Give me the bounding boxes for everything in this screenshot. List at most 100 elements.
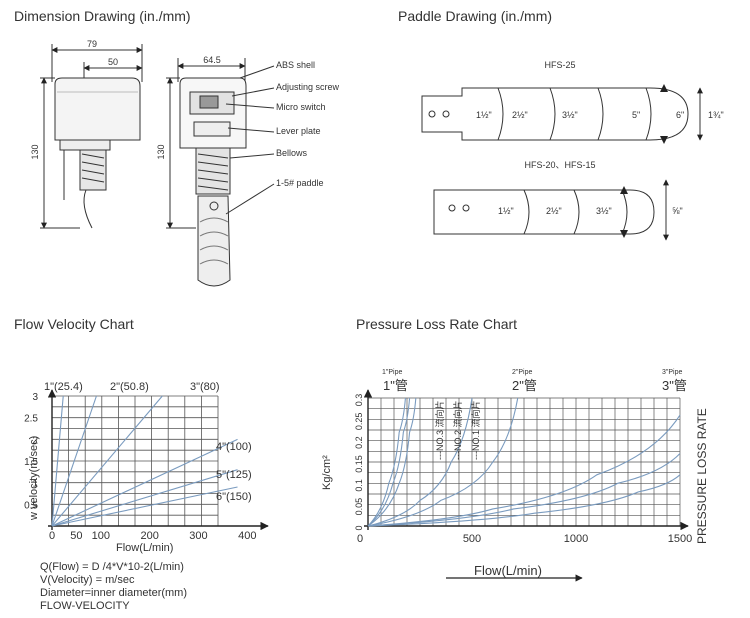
dimension-drawing — [40, 44, 275, 287]
pipe-1-big: 1"管 — [383, 378, 408, 393]
pressure-series-curve-4 — [367, 397, 473, 527]
pressure-loss-chart: 0 500 1000 1500 0 0.05 0.1 0.15 0.2 0.25 0.3 — [354, 389, 692, 582]
flow-series-line-2 — [51, 395, 97, 527]
pressure-series-curve-1 — [367, 397, 406, 527]
paddle-bottom-outline — [433, 189, 655, 235]
paddle-top-mark-4: 5" — [632, 110, 640, 120]
flow-x-tick: 100 — [92, 530, 110, 542]
pressure-ylabel: Kg/cm² — [321, 455, 333, 490]
pipe-2-small: 2"Pipe — [512, 369, 532, 376]
dimension-title: Dimension Drawing (in./mm) — [14, 8, 191, 24]
paddle-top-name: HFS-25 — [544, 60, 575, 70]
flow-ylabel: w velocity(m/sec) — [28, 436, 40, 521]
paddle-bottom-hole-1 — [448, 204, 456, 212]
label-micro-switch: Micro switch — [276, 102, 326, 112]
pressure-y-tick: 0.05 — [354, 498, 364, 516]
paddle-top-height: 1¾" — [708, 110, 724, 120]
dim-64-5: 64.5 — [203, 55, 221, 65]
flow-y-tick: 0.5 — [24, 500, 38, 511]
paddle-bottom-mark-2: 2½" — [546, 206, 562, 216]
flow-formula-1: Q(Flow) = D /4*V*10-2(L/min) — [40, 561, 184, 573]
flow-series-label-6: 6"(150) — [216, 491, 252, 503]
flow-formula-4: FLOW-VELOCITY — [40, 600, 130, 612]
side-view — [166, 58, 275, 287]
flow-y-tick: 2 — [32, 435, 38, 446]
pressure-x-tick: 1000 — [564, 533, 588, 545]
label-adjusting-screw: Adjusting screw — [276, 82, 340, 92]
flow-x-tick: 0 — [49, 530, 55, 542]
front-view — [40, 44, 143, 229]
flow-y-tick: 1 — [32, 479, 38, 490]
paddle-title: Paddle Drawing (in./mm) — [398, 8, 553, 24]
flow-series-label-1: 1"(25.4) — [44, 381, 83, 393]
flow-series-line-1 — [51, 395, 64, 527]
pressure-y-tick: 0.25 — [354, 413, 364, 431]
flow-series-label-4: 4"(100) — [216, 441, 252, 453]
label-bellows: Bellows — [276, 148, 308, 158]
paddle-top-mark-2: 2½" — [512, 110, 528, 120]
paddle-drawing: HFS-25 1½" 2½" 3½" 5" 6" 1¾" HFS-20、HFS-… — [421, 60, 724, 241]
dim-130-front: 130 — [30, 144, 40, 159]
pressure-series-curve-6 — [367, 414, 681, 527]
pressure-series-curve-5 — [367, 397, 519, 527]
label-abs-shell: ABS shell — [276, 60, 315, 70]
dim-50: 50 — [108, 57, 118, 67]
paddle-top-hole-1 — [428, 110, 436, 118]
flow-series-line-3 — [51, 395, 163, 527]
flow-x-tick: 200 — [140, 530, 158, 542]
pressure-y-tick: 0 — [354, 525, 364, 530]
pressure-right-label: PRESSURE LOSS RATE — [695, 408, 709, 544]
pipe-1-small: 1"Pipe — [382, 369, 402, 376]
paddle-bottom-name: HFS-20、HFS-15 — [524, 160, 595, 170]
pressure-xlabel: Flow(L/min) — [474, 563, 542, 578]
pressure-series-curve-7 — [367, 453, 681, 527]
pipe-2-big: 2"管 — [512, 378, 537, 393]
pressure-y-tick: 0.3 — [354, 394, 364, 407]
pressure-loss-title: Pressure Loss Rate Chart — [356, 316, 518, 332]
flow-velocity-chart: 0 50 100 200 300 400 0.5 1 1.5 2 2.5 3 — [24, 389, 269, 542]
legend-no3: ---NO.3 流向片 — [434, 401, 445, 461]
pressure-y-tick: 0.2 — [354, 436, 364, 449]
paddle-bottom-hole-2 — [462, 204, 470, 212]
pressure-series-curve-2 — [367, 397, 411, 527]
paddle-bottom-height: ⅝" — [672, 206, 683, 216]
legend-no1: ---NO.1 流向片 — [470, 401, 481, 461]
paddle-top-hole-2 — [442, 110, 450, 118]
flow-xlabel: Flow(L/min) — [116, 542, 173, 554]
flow-y-tick: 3 — [32, 392, 38, 403]
pressure-y-tick: 0.1 — [354, 479, 364, 492]
flow-x-tick: 50 — [70, 530, 82, 542]
flow-y-tick: 2.5 — [24, 414, 38, 425]
flow-x-tick: 300 — [189, 530, 207, 542]
pressure-y-tick: 0.15 — [354, 455, 364, 473]
flow-series-label-2: 2"(50.8) — [110, 381, 149, 393]
paddle-top-outline — [421, 87, 689, 141]
paddle-top-mark-3: 3½" — [562, 110, 578, 120]
flow-y-tick: 1.5 — [24, 457, 38, 468]
paddle-bottom-mark-1: 1½" — [498, 206, 514, 216]
flow-series-line-6 — [51, 486, 238, 527]
label-paddle: 1-5# paddle — [276, 178, 324, 188]
flow-series-line-4 — [51, 438, 238, 527]
flow-chart-text: 1"(25.4) 2"(50.8) 3"(80) 4"(100) 5"(125)… — [28, 381, 252, 612]
pipe-3-big: 3"管 — [662, 378, 687, 393]
pressure-series-curve-3 — [367, 397, 417, 527]
dim-130-side: 130 — [156, 144, 166, 159]
pressure-series-curve-8 — [367, 474, 681, 527]
flow-series-line-5 — [51, 469, 238, 527]
flow-formula-2: V(Velocity) = m/sec — [40, 574, 135, 586]
legend-no2: ---NO.2 流向片 — [452, 401, 463, 461]
dimension-text: 79 50 130 64.5 130 ABS shell Adjusting s… — [30, 39, 340, 188]
pressure-x-tick: 1500 — [668, 533, 692, 545]
flow-series-label-3: 3"(80) — [190, 381, 220, 393]
paddle-top-mark-1: 1½" — [476, 110, 492, 120]
pressure-chart-text: 1"Pipe 1"管 2"Pipe 2"管 3"Pipe 3"管 ---NO.3… — [321, 369, 709, 578]
paddle-top-mark-5: 6" — [676, 110, 684, 120]
pressure-x-tick: 0 — [357, 533, 363, 545]
pipe-3-small: 3"Pipe — [662, 369, 682, 376]
flow-x-tick: 400 — [238, 530, 256, 542]
pressure-x-tick: 500 — [463, 533, 481, 545]
flow-series-label-5: 5"(125) — [216, 469, 252, 481]
dim-79: 79 — [87, 39, 97, 49]
paddle-bottom-mark-3: 3½" — [596, 206, 612, 216]
